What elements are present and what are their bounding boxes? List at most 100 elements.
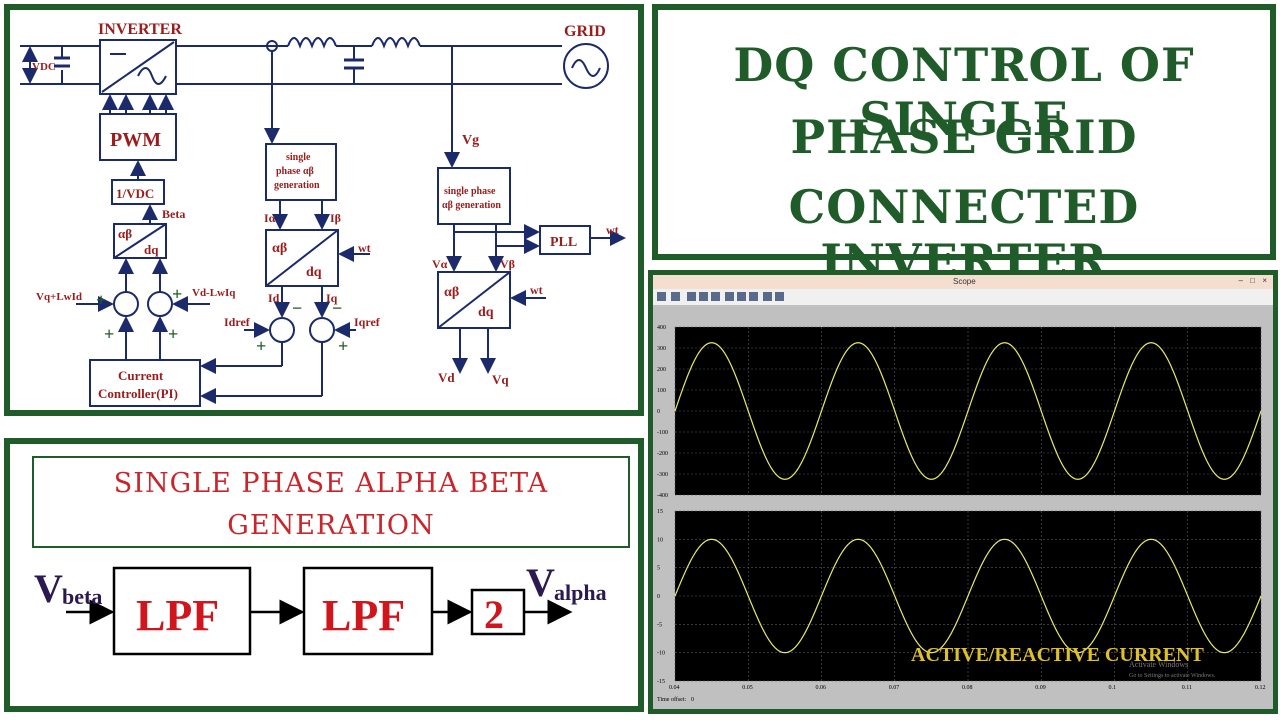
bottom-y-tick-label: 0 xyxy=(657,594,660,600)
beta-label: Beta xyxy=(162,207,185,221)
ab-gen-v-line1: single phase xyxy=(444,186,496,197)
scope-title-bar: Scope – □ × xyxy=(653,275,1273,289)
plus-sign-5: + xyxy=(256,336,266,356)
ab-label-2: αβ xyxy=(272,241,287,256)
ab-gen-i-line3: generation xyxy=(274,180,320,191)
bottom-y-tick-label: 15 xyxy=(657,509,663,515)
watermark-line1: Activate Windows xyxy=(1129,660,1188,669)
vq-ff-label: Vq+LwId xyxy=(36,291,82,303)
v-beta-label: Vβ xyxy=(500,257,515,271)
print-icon[interactable] xyxy=(657,292,666,301)
idref-label: Idref xyxy=(224,315,251,329)
scope-toolbar-icons xyxy=(657,292,784,301)
time-tick-label: 0.04 xyxy=(669,685,680,691)
bottom-y-tick-label: -5 xyxy=(657,622,662,628)
scope-window-title: Scope xyxy=(953,277,976,286)
id-label: Id xyxy=(268,291,280,305)
close-button[interactable]: × xyxy=(1262,276,1267,285)
valpha-subscript: alpha xyxy=(554,580,607,605)
top-y-tick-label: -200 xyxy=(657,451,668,457)
valpha-v: V xyxy=(526,560,555,605)
bottom-y-tick-label: -15 xyxy=(657,679,665,685)
time-tick-label: 0.09 xyxy=(1035,685,1046,691)
alpha-beta-title-line2: GENERATION xyxy=(227,510,435,541)
vg-label: Vg xyxy=(462,133,479,148)
maximize-button[interactable]: □ xyxy=(1250,276,1255,285)
time-tick-label: 0.06 xyxy=(816,685,827,691)
circuit-diagram-panel: INVERTER GRID VDC PWM 1/VDC Beta αβ dq V… xyxy=(4,4,644,416)
autoscale-icon[interactable] xyxy=(725,292,734,301)
bottom-y-tick-label: -10 xyxy=(657,651,665,657)
zoom-y-icon[interactable] xyxy=(711,292,720,301)
bottom-waveform xyxy=(674,538,1262,654)
watermark-line2: Go to Settings to activate Windows. xyxy=(1129,673,1216,679)
iqref-label: Iqref xyxy=(354,315,381,329)
time-tick-label: 0.12 xyxy=(1255,685,1266,691)
iq-label: Iq xyxy=(326,291,338,305)
plus-sign-3: + xyxy=(168,324,178,344)
alpha-beta-block-diagram: V beta LPF LPF 2 V alpha xyxy=(34,560,607,656)
inv-vdc-label: 1/VDC xyxy=(116,186,154,201)
active-reactive-caption: ACTIVE/REACTIVE CURRENT xyxy=(911,644,1204,666)
plus-sign-6: + xyxy=(338,336,348,356)
dq-label-3: dq xyxy=(478,305,494,320)
top-y-tick-label: 100 xyxy=(657,388,666,394)
wt-label-3: wt xyxy=(530,283,543,297)
top-y-tick-label: -400 xyxy=(657,493,668,499)
minus-sign-1: − xyxy=(292,298,302,318)
bottom-y-tick-label: 5 xyxy=(657,566,660,572)
plus-sign-1: + xyxy=(96,290,106,310)
ab-gen-v-line2: αβ generation xyxy=(442,200,501,211)
dq-label-1: dq xyxy=(144,242,159,257)
grid-label: GRID xyxy=(564,23,606,40)
parameters-icon[interactable] xyxy=(671,292,680,301)
vbeta-v: V xyxy=(34,566,63,611)
plus-sign-4: + xyxy=(172,284,182,304)
minus-sign-2: − xyxy=(332,298,342,318)
lpf-2-label: LPF xyxy=(322,591,405,640)
ab-label-1: αβ xyxy=(118,226,132,241)
top-waveform xyxy=(674,342,1262,480)
top-y-tick-label: 0 xyxy=(657,409,660,415)
ab-gen-i-line1: single xyxy=(286,152,311,163)
save-axes-icon[interactable] xyxy=(737,292,746,301)
wt-label-2: wt xyxy=(606,223,619,237)
title-panel: DQ CONTROL OF SINGLE PHASE GRID CONNECTE… xyxy=(652,4,1276,288)
vq-label: Vq xyxy=(492,372,509,387)
zoom-icon[interactable] xyxy=(687,292,696,301)
plus-sign-2: + xyxy=(104,324,114,344)
time-tick-label: 0.1 xyxy=(1109,685,1117,691)
vbeta-subscript: beta xyxy=(62,584,102,609)
top-y-tick-label: -100 xyxy=(657,430,668,436)
lpf-1-label: LPF xyxy=(136,591,219,640)
ab-gen-i-line2: phase αβ xyxy=(276,166,314,177)
lock-axes-icon[interactable] xyxy=(775,292,784,301)
controller-line1: Current xyxy=(118,368,164,383)
top-y-tick-label: -300 xyxy=(657,472,668,478)
circuit-diagram: INVERTER GRID VDC PWM 1/VDC Beta αβ dq V… xyxy=(20,21,626,407)
vdc-label: VDC xyxy=(32,61,56,73)
vd-ff-label: Vd-LwIq xyxy=(192,287,236,299)
v-alpha-label: Vα xyxy=(432,257,448,271)
title-line-1: DQ CONTROL OF SINGLE xyxy=(733,38,1195,146)
top-y-tick-label: 400 xyxy=(657,325,666,331)
time-tick-label: 0.11 xyxy=(1182,685,1192,691)
top-y-tick-label: 200 xyxy=(657,367,666,373)
gain-label: 2 xyxy=(484,592,504,637)
time-tick-label: 0.08 xyxy=(962,685,973,691)
time-tick-label: 0.07 xyxy=(889,685,900,691)
scope-toolbar xyxy=(653,289,1273,305)
restore-axes-icon[interactable] xyxy=(749,292,758,301)
alpha-beta-title-line1: SINGLE PHASE ALPHA BETA xyxy=(113,468,549,499)
minimize-button[interactable]: – xyxy=(1238,276,1243,285)
i-alpha-label: Iα xyxy=(264,211,276,225)
floating-scope-icon[interactable] xyxy=(763,292,772,301)
bottom-y-tick-label: 10 xyxy=(657,537,663,543)
zoom-x-icon[interactable] xyxy=(699,292,708,301)
pwm-label: PWM xyxy=(110,129,161,151)
ab-label-3: αβ xyxy=(444,285,459,300)
wt-label-1: wt xyxy=(358,241,371,255)
